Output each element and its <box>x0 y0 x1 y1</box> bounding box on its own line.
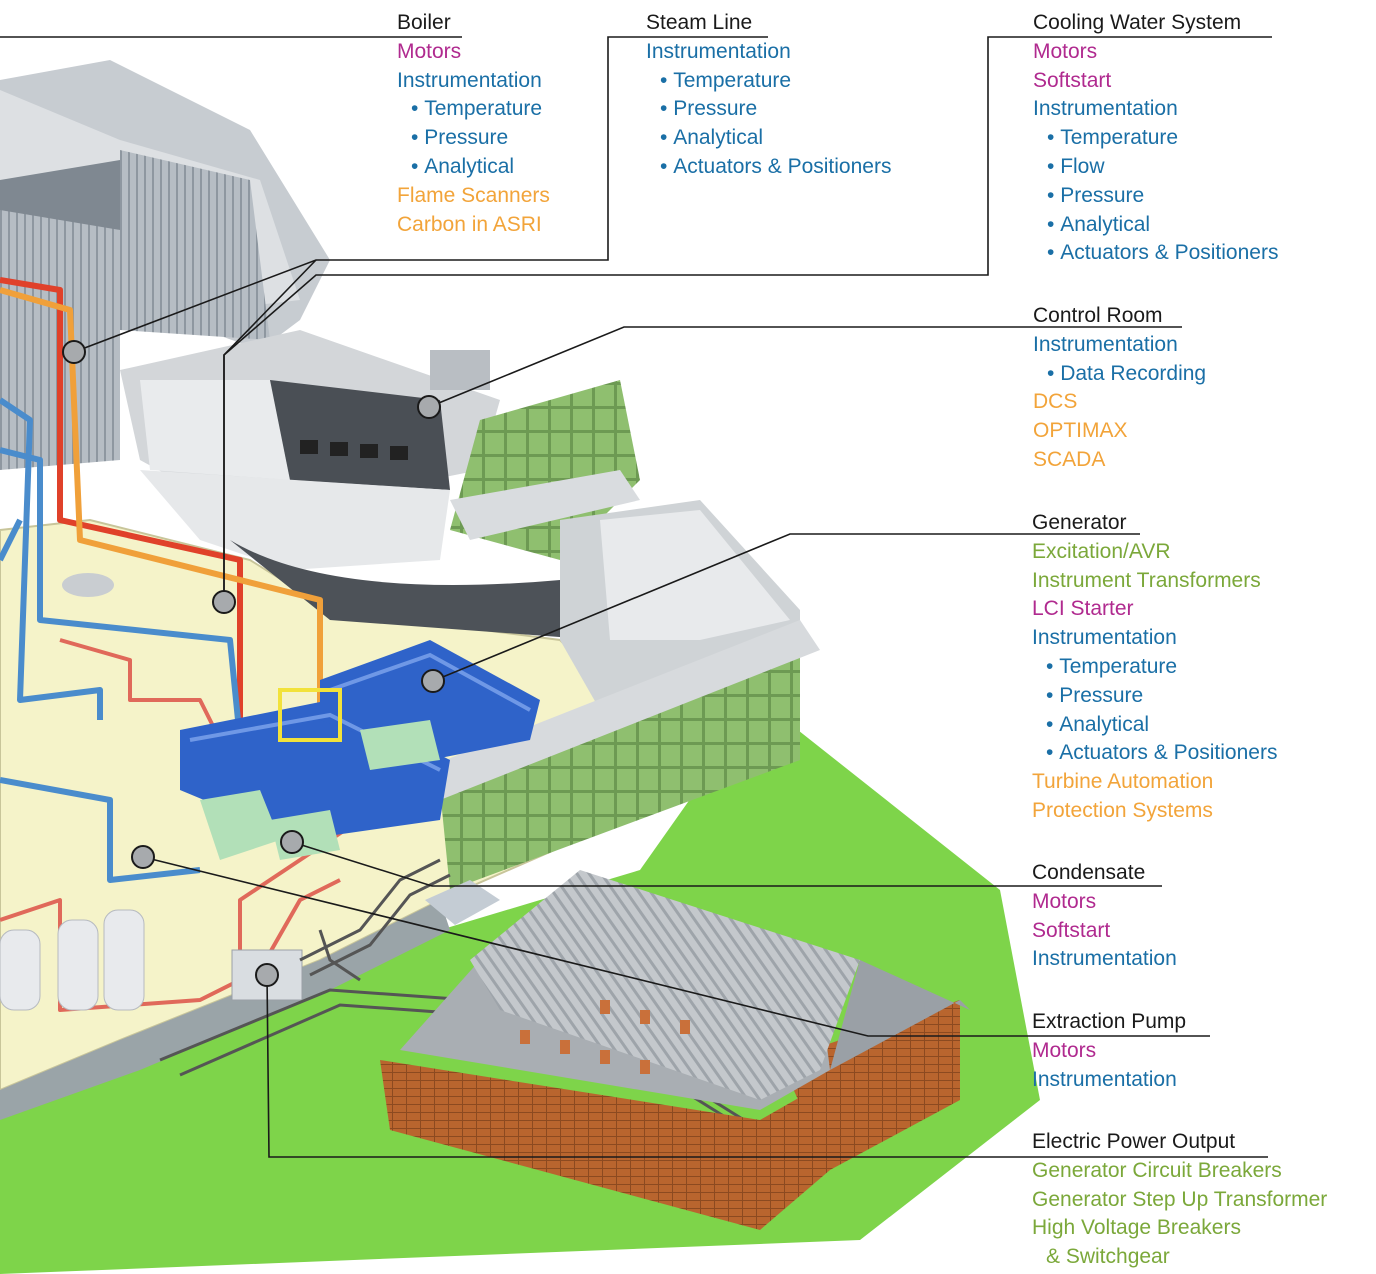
generator-item: Pressure <box>1032 682 1277 711</box>
control-room-item: Data Recording <box>1033 360 1206 389</box>
generator-item: Actuators & Positioners <box>1032 739 1277 768</box>
steam-line-marker <box>212 590 236 614</box>
extraction-pump-item: Motors <box>1032 1038 1097 1062</box>
electric-power-item: Generator Step Up Transformer <box>1032 1187 1328 1211</box>
cooling-water-item: Instrumentation <box>1033 97 1178 121</box>
generator-marker <box>421 669 445 693</box>
control-room-item: OPTIMAX <box>1033 419 1128 443</box>
generator-leader <box>432 533 1140 682</box>
boiler-house <box>0 60 330 470</box>
generator-item: Protection Systems <box>1032 798 1213 822</box>
generator-callout: Generator Excitation/AVR Instrument Trans… <box>1032 509 1277 826</box>
condensate-leader <box>291 841 1162 887</box>
steam-line-item: Actuators & Positioners <box>646 153 891 182</box>
control-room-building <box>120 330 640 640</box>
generator-item: Turbine Automation <box>1032 770 1214 794</box>
boiler-item: Pressure <box>397 124 550 153</box>
extraction-pump-item: Instrumentation <box>1032 1067 1177 1091</box>
cooling-water-item-list: MotorsSoftstartInstrumentationTemperatur… <box>1033 38 1278 268</box>
steam-line-title: Steam Line <box>646 11 753 34</box>
boiler-item: Instrumentation <box>397 68 542 92</box>
turbine-hall <box>420 500 820 890</box>
substation-building <box>380 870 970 1230</box>
cooling-water-item: Actuators & Positioners <box>1033 239 1278 268</box>
generator-item: Instrument Transformers <box>1032 568 1261 592</box>
boiler-title: Boiler <box>397 11 451 34</box>
callout-markers <box>62 340 445 987</box>
generator-item: Temperature <box>1032 653 1277 682</box>
generator-item: LCI Starter <box>1032 597 1134 621</box>
cooling-water-item: Softstart <box>1033 68 1112 92</box>
control-room-leader <box>428 326 1182 408</box>
control-room-item: DCS <box>1033 390 1078 414</box>
storage-tanks <box>0 573 500 1011</box>
control-room-callout: Control Room InstrumentationData Recordi… <box>1033 302 1206 475</box>
condensate-marker <box>280 830 304 854</box>
cooling-water-title: Cooling Water System <box>1033 11 1242 34</box>
control-room-marker <box>417 395 441 419</box>
electric-power-leader <box>266 974 1268 1158</box>
steam-line-item: Temperature <box>646 67 891 96</box>
electric-power-marker <box>255 963 279 987</box>
generator-title: Generator <box>1032 511 1127 534</box>
electric-power-item: High Voltage Breakers <box>1032 1216 1241 1240</box>
boiler-item: Flame Scanners <box>397 183 550 207</box>
cooling-water-item: Pressure <box>1033 182 1278 211</box>
pipework <box>0 277 381 1012</box>
boiler-callout: Boiler MotorsInstrumentationTemperatureP… <box>397 9 550 239</box>
steam-line-item: Analytical <box>646 124 891 153</box>
boiler-leader <box>0 36 768 353</box>
boiler-marker <box>62 340 86 364</box>
condensate-item: Softstart <box>1032 918 1111 942</box>
electric-power-item: Generator Circuit Breakers <box>1032 1158 1282 1182</box>
generator-item: Excitation/AVR <box>1032 539 1171 563</box>
electric-power-title: Electric Power Output <box>1032 1130 1236 1153</box>
condensate-title: Condensate <box>1032 861 1146 884</box>
boiler-item: Motors <box>397 39 462 63</box>
cooling-water-item: Motors <box>1033 39 1098 63</box>
cooling-water-leader <box>223 36 1272 602</box>
condensate-item: Instrumentation <box>1032 947 1177 971</box>
cooling-water-item: Temperature <box>1033 124 1278 153</box>
boiler-item-list: MotorsInstrumentationTemperaturePressure… <box>397 38 550 240</box>
boiler-item: Carbon in ASRI <box>397 212 542 236</box>
steam-line-item: Instrumentation <box>646 39 791 63</box>
generator-item: Instrumentation <box>1032 626 1177 650</box>
steam-line-item-list: InstrumentationTemperaturePressureAnalyt… <box>646 38 891 182</box>
electric-power-item: & Switchgear <box>1046 1245 1170 1269</box>
turbine-generator-sets <box>180 640 540 860</box>
electric-power-callout: Electric Power Output Generator Circuit … <box>1032 1128 1327 1272</box>
steam-line-callout: Steam Line InstrumentationTemperaturePre… <box>646 9 891 182</box>
boiler-item: Temperature <box>397 95 550 124</box>
leader-lines <box>0 36 1272 1158</box>
control-room-item: Instrumentation <box>1033 332 1178 356</box>
cooling-water-item: Flow <box>1033 153 1278 182</box>
extraction-pump-title: Extraction Pump <box>1032 1010 1187 1033</box>
boiler-item: Analytical <box>397 153 550 182</box>
cooling-water-item: Analytical <box>1033 211 1278 240</box>
extraction-pump-marker <box>131 845 155 869</box>
generator-item: Analytical <box>1032 711 1277 740</box>
condensate-item: Motors <box>1032 889 1097 913</box>
steam-line-item: Pressure <box>646 95 891 124</box>
control-room-item: SCADA <box>1033 447 1106 471</box>
control-room-title: Control Room <box>1033 304 1163 327</box>
extraction-pump-leader <box>142 856 1210 1037</box>
